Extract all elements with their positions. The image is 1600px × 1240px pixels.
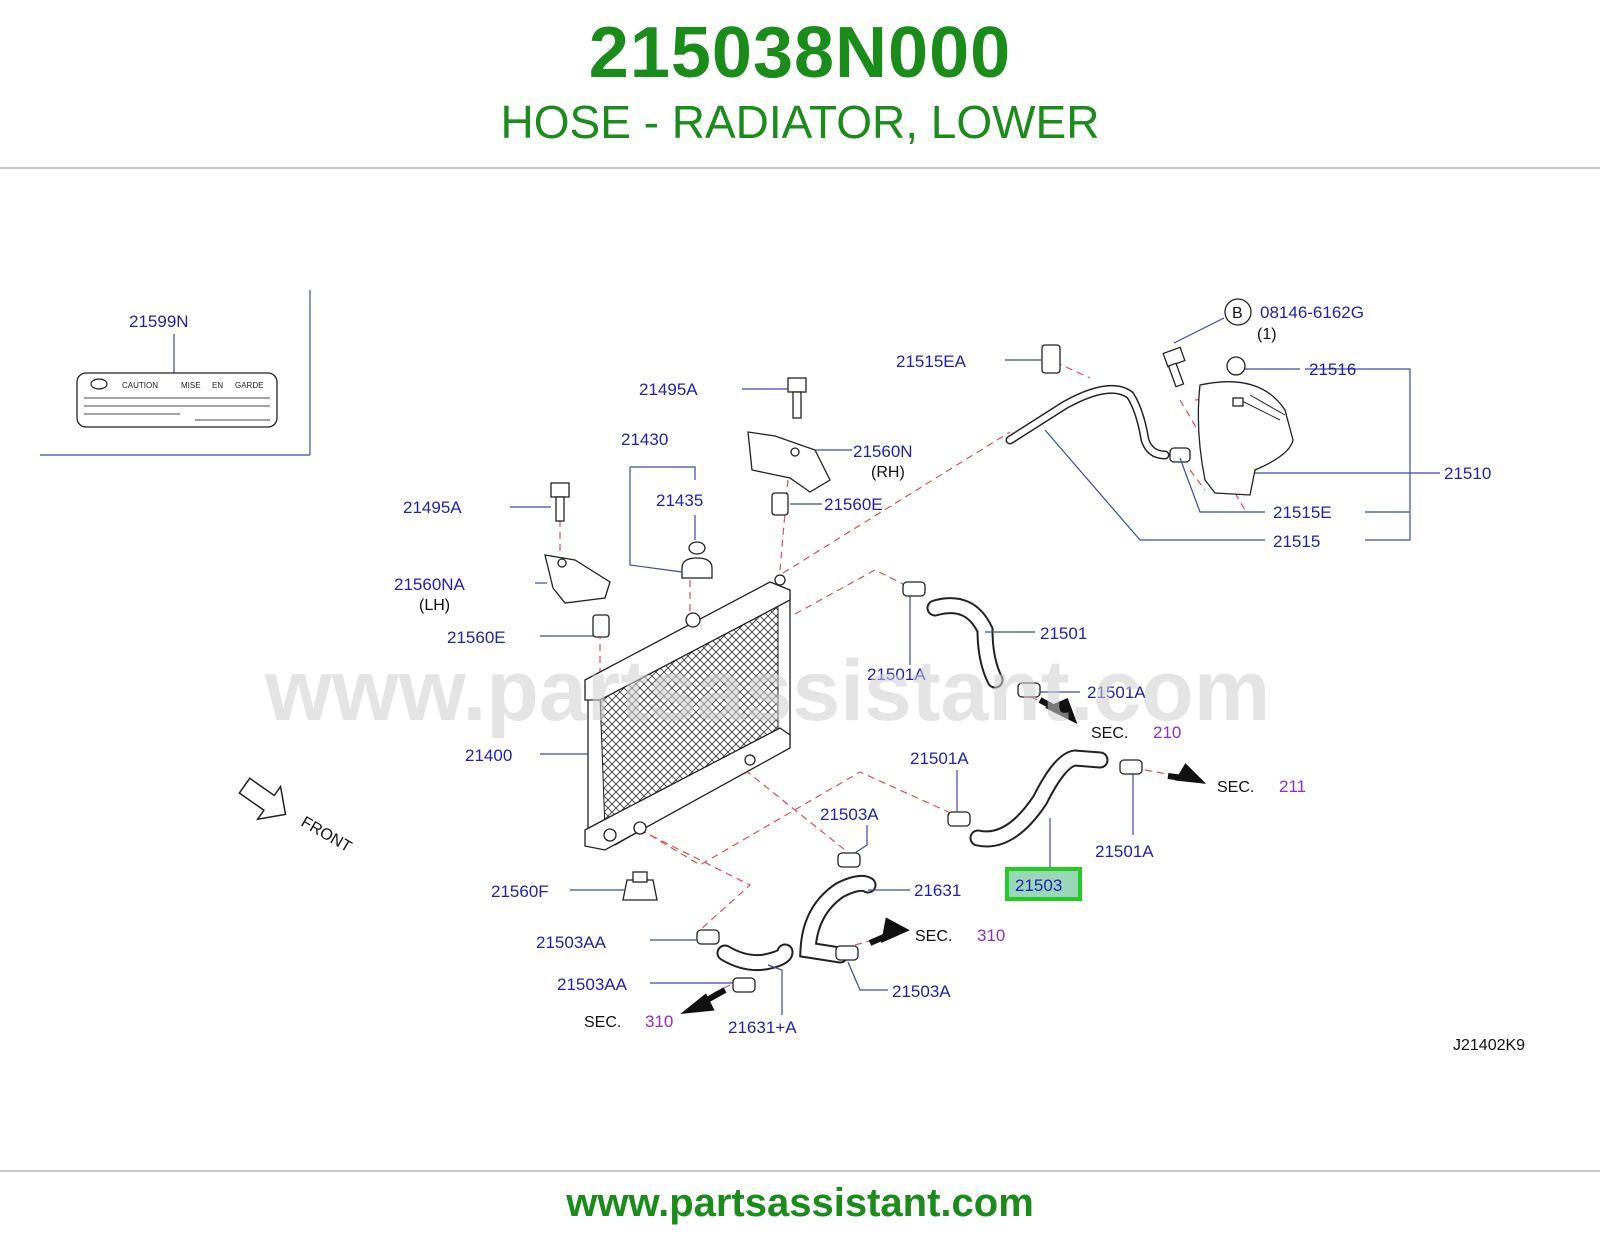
caution-word: MISE [181,381,201,390]
label-21430[interactable]: 21430 [621,430,668,449]
label-21599N[interactable]: 21599N [129,312,189,331]
hose-21631A[interactable] [716,943,794,972]
label-21560E-left[interactable]: 21560E [447,628,506,647]
label-21503A-top[interactable]: 21503A [820,805,879,824]
caution-word: CAUTION [122,381,158,390]
bolt-marker-b [1224,298,1252,326]
bracket-21560N[interactable] [747,431,831,493]
brand-logo-icon [90,378,108,390]
label-21400[interactable]: 21400 [465,746,512,765]
insulator-21560E-top[interactable] [771,492,789,516]
label-08146-6162G[interactable]: 08146-6162G [1260,303,1364,322]
label-21515EA[interactable]: 21515EA [896,352,967,371]
highlighted-part-21503[interactable]: 21503 [1005,867,1082,901]
caution-word: GARDE [235,381,263,390]
label-21515[interactable]: 21515 [1273,532,1320,551]
reservoir-tank-21510[interactable] [1197,356,1294,496]
footer-url[interactable]: www.partsassistant.com [566,1181,1034,1225]
diagram-code: J21402K9 [1453,1037,1525,1054]
radiator-cap-neck [685,612,701,628]
sec-references: SEC. 210 SEC. 211 SEC. 310 SEC. 310 [584,723,1306,1031]
insulator-21560F[interactable] [622,871,658,901]
direction-arrow-icon [680,697,1207,1014]
sec-word: SEC. [584,1014,621,1031]
sec-number-310[interactable]: 310 [977,926,1005,945]
label-21560NA-lh: (LH) [419,597,450,614]
label-21631[interactable]: 21631 [914,881,961,900]
part-number: 215038N000 [588,13,1012,93]
label-21503AA-2[interactable]: 21503AA [557,975,628,994]
reservoir-cap-21516[interactable] [1226,356,1246,376]
bolt-21495A-top[interactable] [787,377,807,419]
label-21501A-2[interactable]: 21501A [1087,683,1146,702]
part-labels: 21495A 21430 21560N (RH) 21435 21560E 21… [394,298,1491,1037]
label-21495A-left[interactable]: 21495A [403,498,462,517]
sec-word: SEC. [1091,725,1128,742]
label-21503A-bot[interactable]: 21503A [892,982,951,1001]
inset-caution-label: 21599N CAUTION MISE EN GARDE [40,290,311,456]
hose-21501[interactable] [926,597,1004,689]
watermark: www.partsassistant.com [264,643,1270,739]
front-arrow-icon [238,777,287,821]
label-21503[interactable]: 21503 [1015,876,1062,895]
label-21560F[interactable]: 21560F [491,882,549,901]
label-21515E[interactable]: 21515E [1273,503,1332,522]
footer-divider [0,1170,1600,1172]
radiator-21400[interactable] [584,574,791,851]
sec-word: SEC. [915,928,952,945]
insulator-21560E-left[interactable] [592,614,610,638]
label-21560N-rh: (RH) [871,464,905,481]
sec-number-211[interactable]: 211 [1279,777,1306,796]
label-08146-qty: (1) [1257,326,1277,343]
part-title: HOSE - RADIATOR, LOWER [500,96,1100,148]
label-21435[interactable]: 21435 [656,491,703,510]
bolt-08146-6162G[interactable] [1162,346,1186,388]
sec-word: SEC. [1217,779,1254,796]
header: 215038N000 HOSE - RADIATOR, LOWER [0,0,1600,168]
hose-21631[interactable] [799,874,877,964]
leader-lines [510,317,1440,1015]
label-21516[interactable]: 21516 [1309,360,1356,379]
hose-21503-lower[interactable] [969,749,1109,848]
bracket-21560NA[interactable] [544,554,611,604]
reservoir-hose-21515[interactable] [1005,384,1170,460]
sec-number-310[interactable]: 310 [645,1012,673,1031]
cap-21430[interactable] [681,557,713,579]
seal-21435[interactable] [688,541,706,555]
label-21560NA[interactable]: 21560NA [394,575,466,594]
label-b: B [1232,305,1243,322]
label-21631A[interactable]: 21631+A [728,1018,797,1037]
label-21501A-1[interactable]: 21501A [867,665,926,684]
label-21501A-4[interactable]: 21501A [1095,842,1154,861]
header-divider [0,167,1600,169]
label-21501A-3[interactable]: 21501A [910,749,969,768]
label-21501[interactable]: 21501 [1040,624,1087,643]
bolt-21495A-left[interactable] [550,482,570,522]
label-21495A-top[interactable]: 21495A [639,380,698,399]
label-21560N[interactable]: 21560N [853,442,913,461]
label-21510[interactable]: 21510 [1444,464,1491,483]
clamps[interactable] [696,344,1191,993]
caution-word: EN [212,381,223,390]
front-label: FRONT [298,814,354,856]
label-21560E-top[interactable]: 21560E [824,495,883,514]
sec-number-210[interactable]: 210 [1153,723,1181,742]
label-21503AA-1[interactable]: 21503AA [536,933,607,952]
